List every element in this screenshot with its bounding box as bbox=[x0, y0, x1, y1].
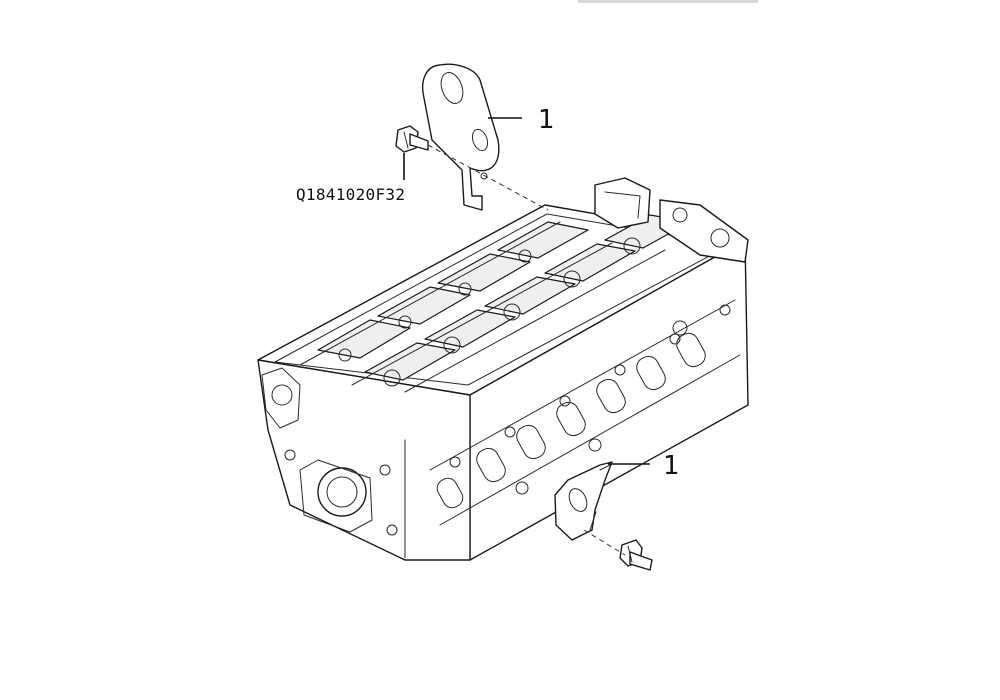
rear-end-bosses bbox=[594, 177, 749, 263]
lifting-bracket-top bbox=[422, 63, 500, 211]
callout-1-bottom: 1 bbox=[663, 451, 680, 481]
left-end-features bbox=[261, 367, 398, 536]
alignment-lines bbox=[427, 144, 626, 556]
cylinder-head bbox=[257, 177, 749, 561]
lifting-bracket-bottom bbox=[554, 461, 613, 541]
bolt-bottom bbox=[619, 539, 653, 571]
cropped-header-fragment bbox=[578, 0, 758, 3]
bolt-top bbox=[395, 125, 429, 153]
leader-lines bbox=[403, 117, 650, 465]
port-openings bbox=[429, 299, 741, 526]
part-number-label: Q1841020F32 bbox=[296, 185, 405, 204]
callout-1-top: 1 bbox=[538, 105, 555, 135]
